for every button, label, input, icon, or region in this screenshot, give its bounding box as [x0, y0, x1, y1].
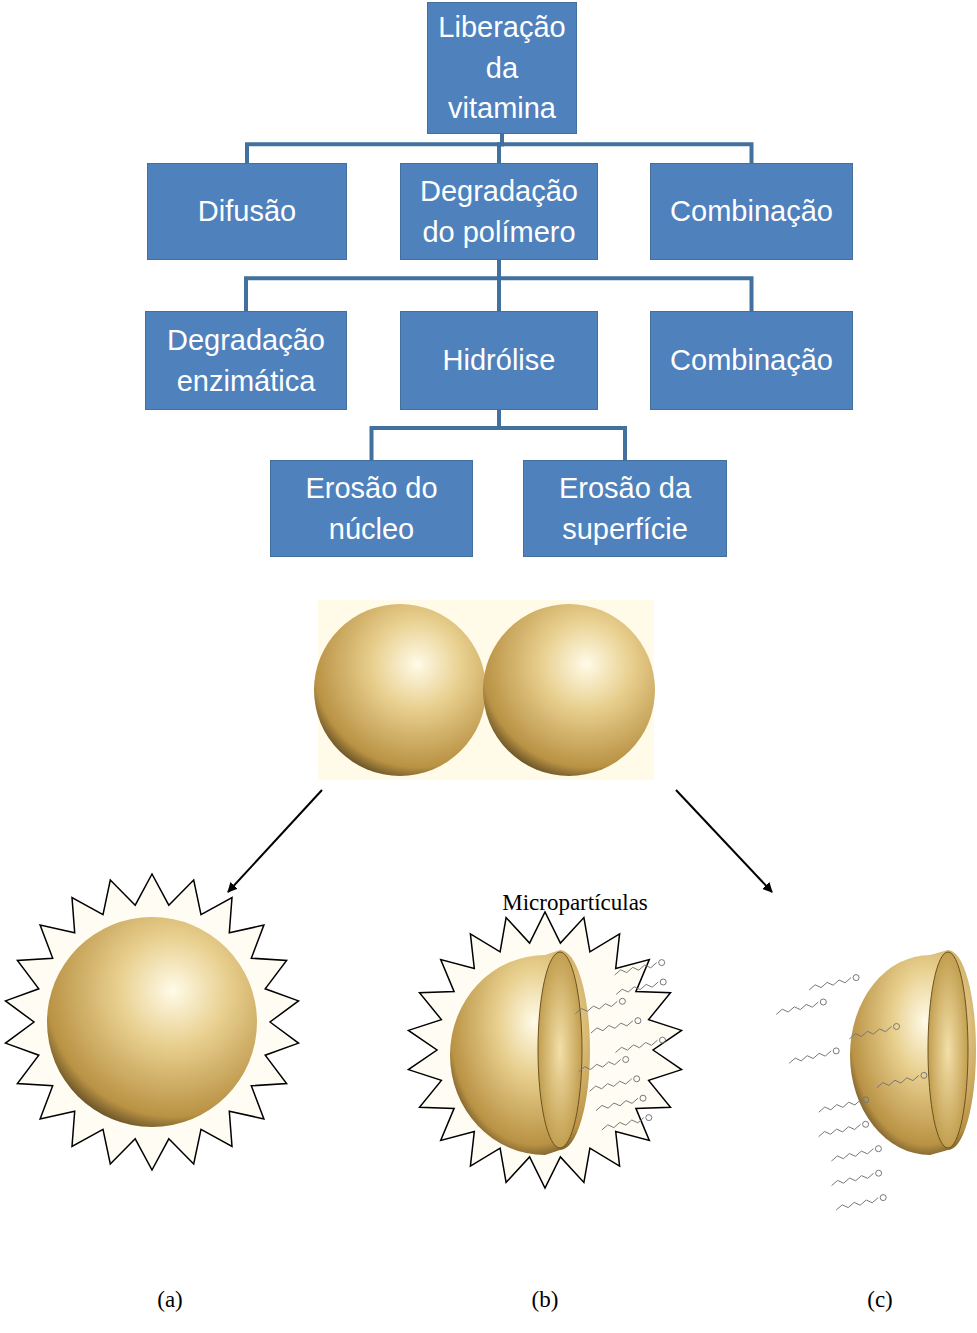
sphere: [314, 604, 486, 776]
process-box: Erosão do núcleo: [270, 460, 473, 557]
box-label: Liberação da vitamina: [433, 7, 571, 129]
process-box: Hidrólise: [400, 311, 598, 410]
sphere: [483, 604, 655, 776]
panel-label: (b): [532, 1287, 559, 1313]
tree-connector: [502, 134, 752, 163]
box-label: Combinação: [670, 191, 833, 232]
sphere: [47, 917, 257, 1127]
process-box: Difusão: [147, 163, 347, 260]
zigzag-shell: [6, 874, 299, 1170]
box-label: Hidrólise: [443, 340, 556, 381]
arrow: [228, 790, 322, 892]
box-label: Difusão: [198, 191, 296, 232]
box-label: Degradação do polímero: [406, 171, 592, 252]
panel-label: (c): [867, 1287, 893, 1313]
tree-connector: [499, 410, 625, 460]
half-sphere: [450, 950, 590, 1155]
process-box: Liberação da vitamina: [427, 2, 577, 134]
box-label: Erosão do núcleo: [276, 468, 467, 549]
tree-connector: [372, 410, 500, 460]
tree-connector: [246, 260, 499, 311]
released-molecules: [776, 975, 927, 1210]
half-sphere: [850, 950, 976, 1155]
arrow: [676, 790, 772, 892]
box-label: Degradação enzimática: [151, 320, 341, 401]
process-box: Degradação enzimática: [145, 311, 347, 410]
process-box: Combinação: [650, 311, 853, 410]
box-label: Erosão da superfície: [529, 468, 721, 549]
callout-label: Micropartículas: [502, 890, 648, 916]
process-box: Erosão da superfície: [523, 460, 727, 557]
box-label: Combinação: [670, 340, 833, 381]
tree-connector: [499, 260, 752, 311]
panel-label: (a): [157, 1287, 183, 1313]
zigzag-shell: [408, 912, 681, 1188]
process-box: Combinação: [650, 163, 853, 260]
tree-connector: [247, 134, 502, 163]
process-box: Degradação do polímero: [400, 163, 598, 260]
released-molecules: [575, 960, 666, 1130]
